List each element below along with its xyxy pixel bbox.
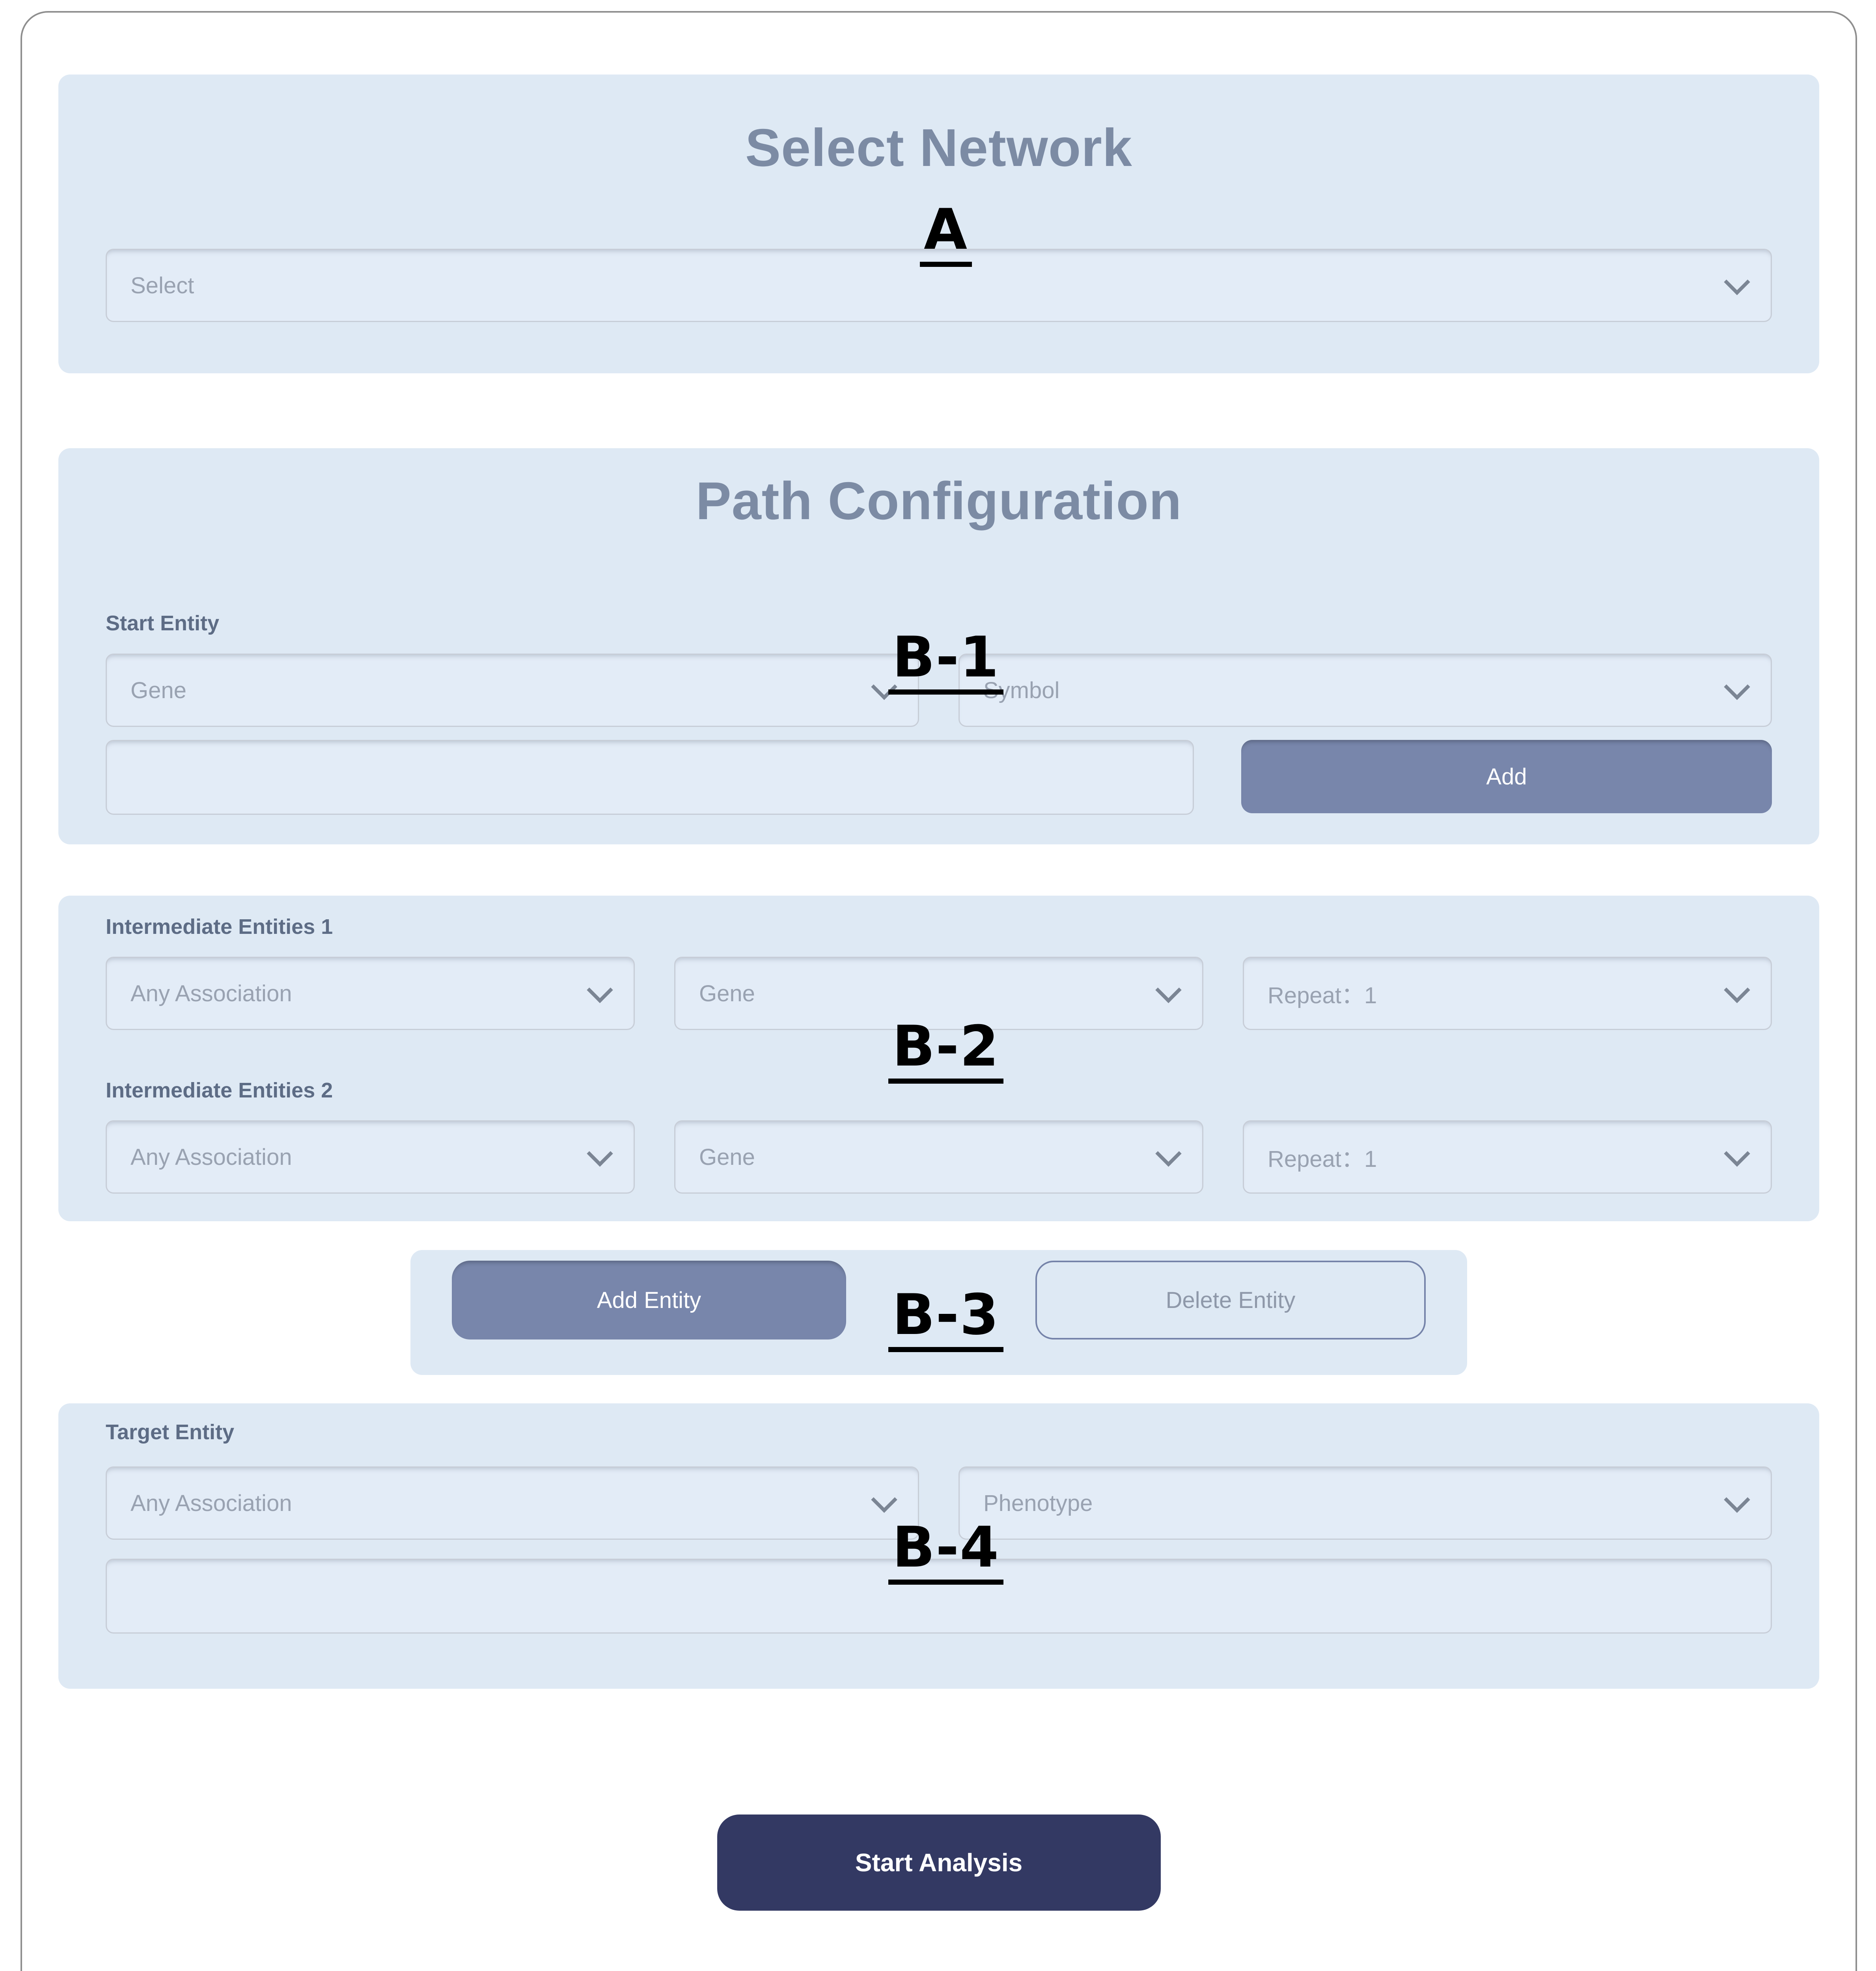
chevron-down-icon bbox=[587, 977, 613, 1003]
chevron-down-icon bbox=[1724, 674, 1750, 700]
entity-actions-panel: Add Entity Delete Entity bbox=[410, 1250, 1467, 1375]
intermediate-1-association-value: Any Association bbox=[131, 980, 292, 1006]
intermediate-1-repeat-value: Repeat：1 bbox=[1268, 983, 1377, 1008]
start-entity-id-type-select[interactable]: Symbol bbox=[959, 654, 1772, 727]
target-entity-type-value: Phenotype bbox=[983, 1490, 1093, 1516]
chevron-down-icon bbox=[871, 1487, 897, 1513]
select-network-title: Select Network bbox=[745, 118, 1132, 177]
target-entity-search-input[interactable] bbox=[106, 1559, 1772, 1634]
chevron-down-icon bbox=[1724, 269, 1750, 295]
start-entity-label: Start Entity bbox=[106, 611, 220, 635]
intermediate-2-repeat-select[interactable]: Repeat：1 bbox=[1243, 1120, 1772, 1194]
chevron-down-icon bbox=[1724, 1140, 1750, 1167]
target-association-select[interactable]: Any Association bbox=[106, 1466, 919, 1540]
intermediate-2-repeat-value: Repeat：1 bbox=[1268, 1146, 1377, 1172]
chevron-down-icon bbox=[1155, 977, 1182, 1003]
intermediate-1-repeat-select[interactable]: Repeat：1 bbox=[1243, 957, 1772, 1030]
start-entity-search-input[interactable] bbox=[106, 740, 1194, 815]
chevron-down-icon bbox=[1724, 1487, 1750, 1513]
form-card: A B-1 B-2 B-3 B-4 Select Network Select … bbox=[21, 11, 1857, 1971]
intermediate-1-entity-type-value: Gene bbox=[699, 980, 755, 1006]
network-select-value: Select bbox=[131, 272, 194, 298]
intermediate-2-entity-type-select[interactable]: Gene bbox=[674, 1120, 1203, 1194]
path-configuration-panel: Path Configuration Start Entity Gene Sym… bbox=[58, 448, 1819, 844]
intermediate-1-association-select[interactable]: Any Association bbox=[106, 957, 635, 1030]
annotation-b3: B-3 bbox=[888, 1287, 1003, 1352]
chevron-down-icon bbox=[587, 1140, 613, 1167]
intermediate-2-entity-type-value: Gene bbox=[699, 1144, 755, 1170]
intermediate-1-entity-type-select[interactable]: Gene bbox=[674, 957, 1203, 1030]
intermediate-entities-panel: Intermediate Entities 1 Any Association … bbox=[58, 896, 1819, 1221]
target-entity-panel: Target Entity Any Association Phenotype bbox=[58, 1403, 1819, 1689]
chevron-down-icon bbox=[1724, 977, 1750, 1003]
network-select[interactable]: Select bbox=[106, 249, 1772, 322]
annotation-b1: B-1 bbox=[888, 630, 1003, 695]
add-entity-button[interactable]: Add Entity bbox=[452, 1261, 846, 1339]
form-content: Select Network Select Path Configuration… bbox=[22, 13, 1855, 1911]
start-entity-type-select[interactable]: Gene bbox=[106, 654, 919, 727]
chevron-down-icon bbox=[1155, 1140, 1182, 1167]
annotation-b4: B-4 bbox=[888, 1520, 1003, 1585]
intermediate-entities-1-label: Intermediate Entities 1 bbox=[106, 915, 333, 939]
intermediate-2-association-select[interactable]: Any Association bbox=[106, 1120, 635, 1194]
intermediate-entities-2-label: Intermediate Entities 2 bbox=[106, 1079, 333, 1102]
start-analysis-button[interactable]: Start Analysis bbox=[717, 1815, 1161, 1911]
path-configuration-title: Path Configuration bbox=[696, 471, 1182, 531]
annotation-b2: B-2 bbox=[888, 1019, 1003, 1084]
target-association-value: Any Association bbox=[131, 1490, 292, 1516]
delete-entity-button[interactable]: Delete Entity bbox=[1035, 1261, 1426, 1339]
intermediate-2-association-value: Any Association bbox=[131, 1144, 292, 1170]
target-entity-label: Target Entity bbox=[106, 1420, 235, 1444]
target-entity-type-select[interactable]: Phenotype bbox=[959, 1466, 1772, 1540]
annotation-a: A bbox=[920, 202, 972, 267]
start-entity-type-value: Gene bbox=[131, 677, 186, 703]
add-button[interactable]: Add bbox=[1241, 740, 1772, 813]
select-network-panel: Select Network Select bbox=[58, 75, 1819, 373]
